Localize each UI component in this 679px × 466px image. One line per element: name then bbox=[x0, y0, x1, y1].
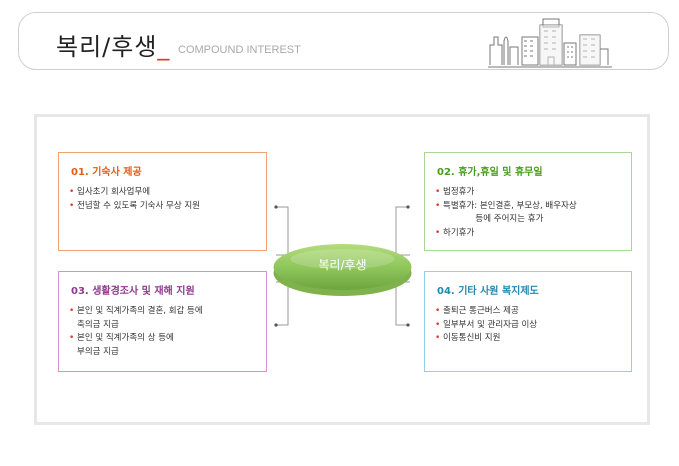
benefit-box-title: 01. 기숙사 제공 bbox=[71, 167, 142, 178]
bullet-icon: • bbox=[435, 200, 441, 211]
bullet-icon: • bbox=[435, 333, 441, 343]
list-item: •법정휴가 bbox=[435, 186, 631, 200]
city-skyline-icon bbox=[488, 18, 612, 68]
list-item: •출퇴근 통근버스 제공 bbox=[435, 305, 631, 319]
bullet-icon: • bbox=[69, 200, 75, 211]
list-item: •특별휴가: 본인결혼, 부모상, 배우자상 등에 주어지는 휴가 bbox=[435, 200, 577, 225]
page-title: 복리/후생_ bbox=[56, 27, 170, 62]
connector-dot bbox=[406, 323, 410, 327]
bullet-icon: • bbox=[69, 306, 75, 316]
bullet-icon: • bbox=[435, 306, 441, 316]
bullet-icon: • bbox=[435, 227, 441, 238]
list-item: •입사초기 회사업무에 bbox=[69, 186, 266, 200]
connector-top-right bbox=[395, 206, 410, 256]
list-item: •일부부서 및 관리자급 이상 bbox=[435, 319, 631, 333]
list-item: •이동통신비 지원 bbox=[435, 332, 631, 346]
bullet-icon: • bbox=[435, 187, 441, 197]
bullet-icon: • bbox=[435, 319, 441, 330]
list-item: •본인 및 직계가족의 상 등에 부의금 지급 bbox=[69, 333, 174, 357]
title-underscore: _ bbox=[157, 33, 171, 61]
page-subtitle: COMPOUND INTEREST bbox=[178, 44, 301, 56]
list-item: •전념할 수 있도록 기숙사 무상 지원 bbox=[69, 200, 266, 214]
connector-top-left bbox=[276, 206, 289, 256]
benefit-box-other: 04. 기타 사원 복지제도 •출퇴근 통근버스 제공 •일부부서 및 관리자급… bbox=[424, 271, 632, 372]
connector-dot bbox=[406, 205, 410, 209]
benefit-box-vacation: 02. 휴가,휴일 및 휴무일 •법정휴가 •특별휴가: 본인결혼, 부모상, … bbox=[424, 152, 632, 251]
benefit-box-title: 03. 생활경조사 및 재해 지원 bbox=[71, 286, 195, 297]
bullet-icon: • bbox=[69, 187, 75, 197]
list-item: •하기휴가 bbox=[435, 227, 631, 241]
page-header: 복리/후생_ COMPOUND INTEREST bbox=[18, 12, 669, 70]
center-label: 복리/후생 bbox=[318, 258, 367, 272]
benefit-box-dormitory: 01. 기숙사 제공 •입사초기 회사업무에 •전념할 수 있도록 기숙사 무상… bbox=[58, 152, 267, 251]
bullet-icon: • bbox=[69, 333, 75, 343]
connector-dot bbox=[274, 323, 278, 327]
center-ellipse bbox=[273, 244, 412, 296]
benefit-box-title: 04. 기타 사원 복지제도 bbox=[437, 286, 539, 297]
list-item: •본인 및 직계가족의 결혼, 회갑 등에 축의금 지급 bbox=[69, 306, 203, 330]
benefit-box-title: 02. 휴가,휴일 및 휴무일 bbox=[437, 167, 543, 178]
page-title-text: 복리/후생 bbox=[56, 33, 158, 61]
connector-dot bbox=[274, 205, 278, 209]
benefit-box-family-events: 03. 생활경조사 및 재해 지원 •본인 및 직계가족의 결혼, 회갑 등에 … bbox=[58, 271, 267, 372]
center-node: 복리/후생 bbox=[272, 240, 413, 298]
